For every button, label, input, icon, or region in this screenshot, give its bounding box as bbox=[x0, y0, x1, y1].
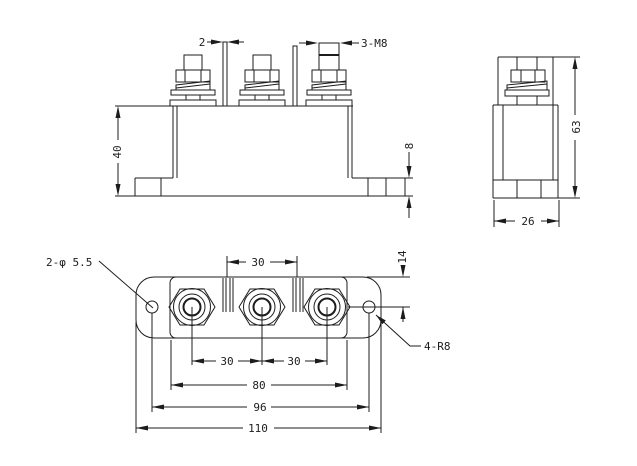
dim-depth: 26 bbox=[493, 200, 560, 228]
plan-terminal-3 bbox=[303, 287, 351, 366]
dim-barrier-spacing: 30 bbox=[226, 256, 298, 277]
plan-outline bbox=[135, 276, 382, 339]
plan-barrier-slots bbox=[222, 278, 304, 312]
dim-body-height-label: 40 bbox=[111, 145, 124, 158]
plan-terminal-2 bbox=[238, 287, 286, 366]
dim-hole-spacing: 96 bbox=[151, 313, 370, 414]
dim-overall-length-label: 110 bbox=[248, 422, 268, 435]
terminal-stud bbox=[252, 54, 272, 71]
dim-barrier-thickness-label: 2 bbox=[199, 36, 206, 49]
dim-stud-thread: 3-M8 bbox=[299, 37, 388, 50]
dim-body-length: 80 bbox=[170, 340, 348, 392]
plan-terminal-1 bbox=[168, 287, 216, 366]
dim-overall-height: 63 bbox=[570, 57, 583, 198]
dim-body-height: 40 bbox=[111, 106, 124, 196]
label-mounting-holes: 2-φ 5.5 bbox=[46, 256, 154, 309]
front-terminal-2 bbox=[238, 54, 286, 107]
side-terminal bbox=[504, 57, 550, 105]
dim-pitch-right-label: 30 bbox=[287, 355, 300, 368]
front-body-outline bbox=[115, 105, 413, 197]
side-view: 63 26 bbox=[492, 56, 583, 228]
dim-body-length-label: 80 bbox=[252, 379, 265, 392]
terminal-stud bbox=[318, 42, 340, 70]
dim-overall-length: 110 bbox=[135, 322, 382, 435]
front-terminal-3 bbox=[305, 42, 353, 107]
dim-barrier-spacing-label: 30 bbox=[251, 256, 264, 269]
dim-hole-offset-label: 14 bbox=[396, 250, 409, 264]
front-terminal-1 bbox=[169, 54, 217, 107]
dim-stud-thread-label: 3-M8 bbox=[361, 37, 388, 50]
dim-hole-spacing-label: 96 bbox=[253, 401, 266, 414]
front-view: 40 8 2 3-M8 bbox=[111, 36, 416, 218]
dim-base-height-label: 8 bbox=[403, 143, 416, 150]
dim-hole-offset: 14 bbox=[396, 250, 409, 322]
dim-base-height: 8 bbox=[403, 143, 416, 218]
barrier-plates bbox=[222, 41, 298, 106]
dim-barrier-thickness: 2 bbox=[199, 36, 244, 49]
mounting-hole-right bbox=[348, 276, 410, 314]
dim-overall-height-label: 63 bbox=[570, 120, 583, 133]
dim-terminal-pitch: 30 30 bbox=[192, 355, 327, 368]
plan-view: 30 30 30 80 96 bbox=[46, 250, 451, 435]
label-corner-radius: 4-R8 bbox=[375, 314, 451, 353]
side-body-outline bbox=[492, 56, 580, 199]
dim-pitch-left-label: 30 bbox=[220, 355, 233, 368]
dim-depth-label: 26 bbox=[521, 215, 534, 228]
label-corner-radius-text: 4-R8 bbox=[424, 340, 451, 353]
terminal-stud bbox=[183, 54, 203, 71]
label-mounting-holes-text: 2-φ 5.5 bbox=[46, 256, 92, 269]
